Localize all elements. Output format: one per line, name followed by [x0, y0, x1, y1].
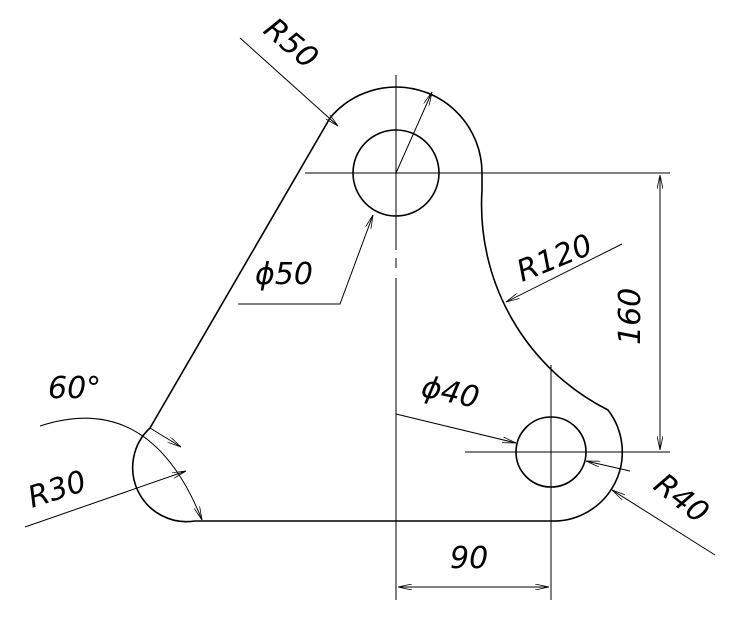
a60-label: 60° [48, 371, 101, 406]
h160-label: 160 [613, 288, 648, 345]
d40-leader [395, 413, 516, 444]
r40-label: R40 [647, 467, 715, 531]
r50-leader [239, 37, 339, 127]
d50-leader [238, 215, 374, 305]
r120-leader [506, 243, 623, 303]
r30-leader [24, 470, 186, 528]
r120-label: R120 [512, 228, 598, 290]
a60-arc [39, 417, 203, 520]
part-outline [131, 86, 624, 523]
r50-leader-inner [395, 92, 433, 174]
d40-leader-out [586, 460, 631, 472]
r50-label: R50 [257, 11, 325, 76]
a60-arrow-start [149, 427, 181, 448]
d50-label: ϕ50 [255, 257, 313, 292]
r40-leader [612, 489, 716, 556]
d40-label: ϕ40 [418, 370, 482, 416]
w90-label: 90 [450, 541, 488, 576]
